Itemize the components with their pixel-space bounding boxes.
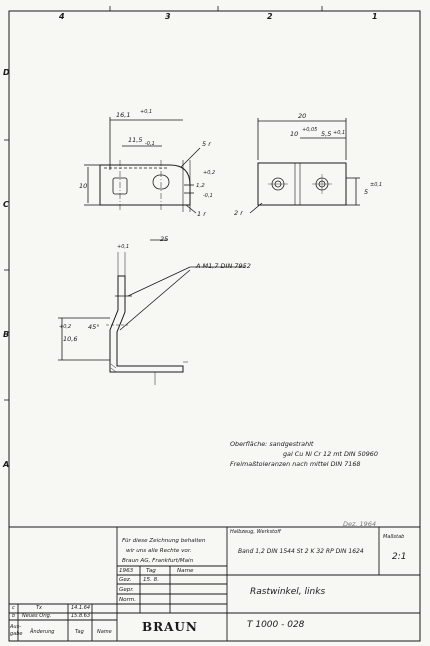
dim-angle: 45° <box>88 323 100 331</box>
braun-logo: BRAUN <box>142 620 198 634</box>
footer-change: Änderung <box>30 629 55 635</box>
rights-text: wir uns alle Rechte vor. <box>126 548 192 554</box>
dim-side-radius: 2 r <box>234 209 243 217</box>
drawn-date: 15. 8. <box>143 577 160 583</box>
zone-label: 1 <box>372 12 378 21</box>
rights-text: Braun AG, Frankfurt/Main <box>122 558 194 564</box>
dim-spacing: 25 <box>160 235 169 243</box>
dim-tolerance: -0,1 <box>203 193 213 199</box>
dim-edge-offset: 5 <box>364 188 369 196</box>
zone-label: A <box>3 460 10 469</box>
dim-overall-length: 16,1 <box>116 111 131 119</box>
dim-inner-radius: 1 r <box>197 210 206 218</box>
date-stamp: Dez. 1964 <box>343 520 377 528</box>
row-checked: Gepr. <box>119 587 134 593</box>
dim-flange-height: 10,6 <box>63 335 78 343</box>
dim-hole-spacing: 5,5 <box>321 130 332 138</box>
rev-letter: c <box>12 605 15 611</box>
tolerance-note: Freimaßtoleranzen nach mittel DIN 7168 <box>230 460 361 468</box>
rev-date: 15.8.63 <box>71 613 91 619</box>
rights-text: Für diese Zeichnung behalten <box>122 538 206 544</box>
front-view <box>249 118 360 214</box>
rivet-callout: A M1,7 DIN 7952 <box>196 262 251 270</box>
dim-tolerance: +0,2 <box>59 324 72 330</box>
zone-label: 4 <box>59 12 65 21</box>
dim-thickness: 1,2 <box>196 183 205 189</box>
dim-tolerance: ±0,1 <box>370 182 383 188</box>
footer-day: Tag <box>75 629 84 635</box>
rev-letter: b <box>12 613 16 619</box>
year: 1963 <box>119 568 134 574</box>
col-name: Name <box>177 568 194 574</box>
scale-value: 2:1 <box>392 552 407 562</box>
dim-bend-radius: 5 r <box>202 140 211 148</box>
dim-tolerance: +0,1 <box>117 244 130 250</box>
dim-slot-position: 11,5 <box>128 136 143 144</box>
dim-hole-position: 10 <box>290 130 299 138</box>
dim-width: 20 <box>298 112 307 120</box>
sheet-border <box>8 10 421 642</box>
footer-name: Name <box>97 629 112 635</box>
scale-label: Maßstab <box>383 534 405 540</box>
footer-issue: Aus- gabe <box>10 624 23 637</box>
title-block-lines <box>9 526 420 641</box>
surface-note: Oberfläche: sandgestrahlt <box>230 440 314 448</box>
rev-text: Neues Orig. <box>22 613 52 619</box>
zone-label: B <box>3 330 10 339</box>
part-number: T 1000 - 028 <box>247 620 305 630</box>
zone-label: D <box>3 68 10 77</box>
row-drawn: Gez. <box>119 577 132 583</box>
section-view <box>58 239 245 385</box>
part-name: Rastwinkel, links <box>250 587 326 597</box>
dim-tolerance: +0,1 <box>333 130 346 136</box>
dim-tolerance: +0,2 <box>203 170 216 176</box>
zone-label: 2 <box>267 12 273 21</box>
col-day: Tag <box>146 568 156 574</box>
plating-note: gal Cu Ni Cr 12 mt DIN 50960 <box>283 450 378 458</box>
material-value: Band 1,2 DIN 1544 St 2 K 32 RP DIN 1624 <box>238 548 364 555</box>
zone-label: C <box>3 200 9 209</box>
dim-tolerance: +0,05 <box>302 127 318 133</box>
rev-text: Tx <box>36 605 43 611</box>
row-norm: Norm. <box>119 597 137 603</box>
zone-label: 3 <box>165 12 171 21</box>
dim-height: 10 <box>79 182 88 190</box>
material-label: Halbzeug, Werkstoff <box>230 529 281 535</box>
side-view <box>84 117 201 214</box>
rev-date: 14.1.64 <box>71 605 91 611</box>
dim-tolerance: -0,1 <box>145 141 155 147</box>
dim-tolerance: +0,1 <box>140 109 153 115</box>
